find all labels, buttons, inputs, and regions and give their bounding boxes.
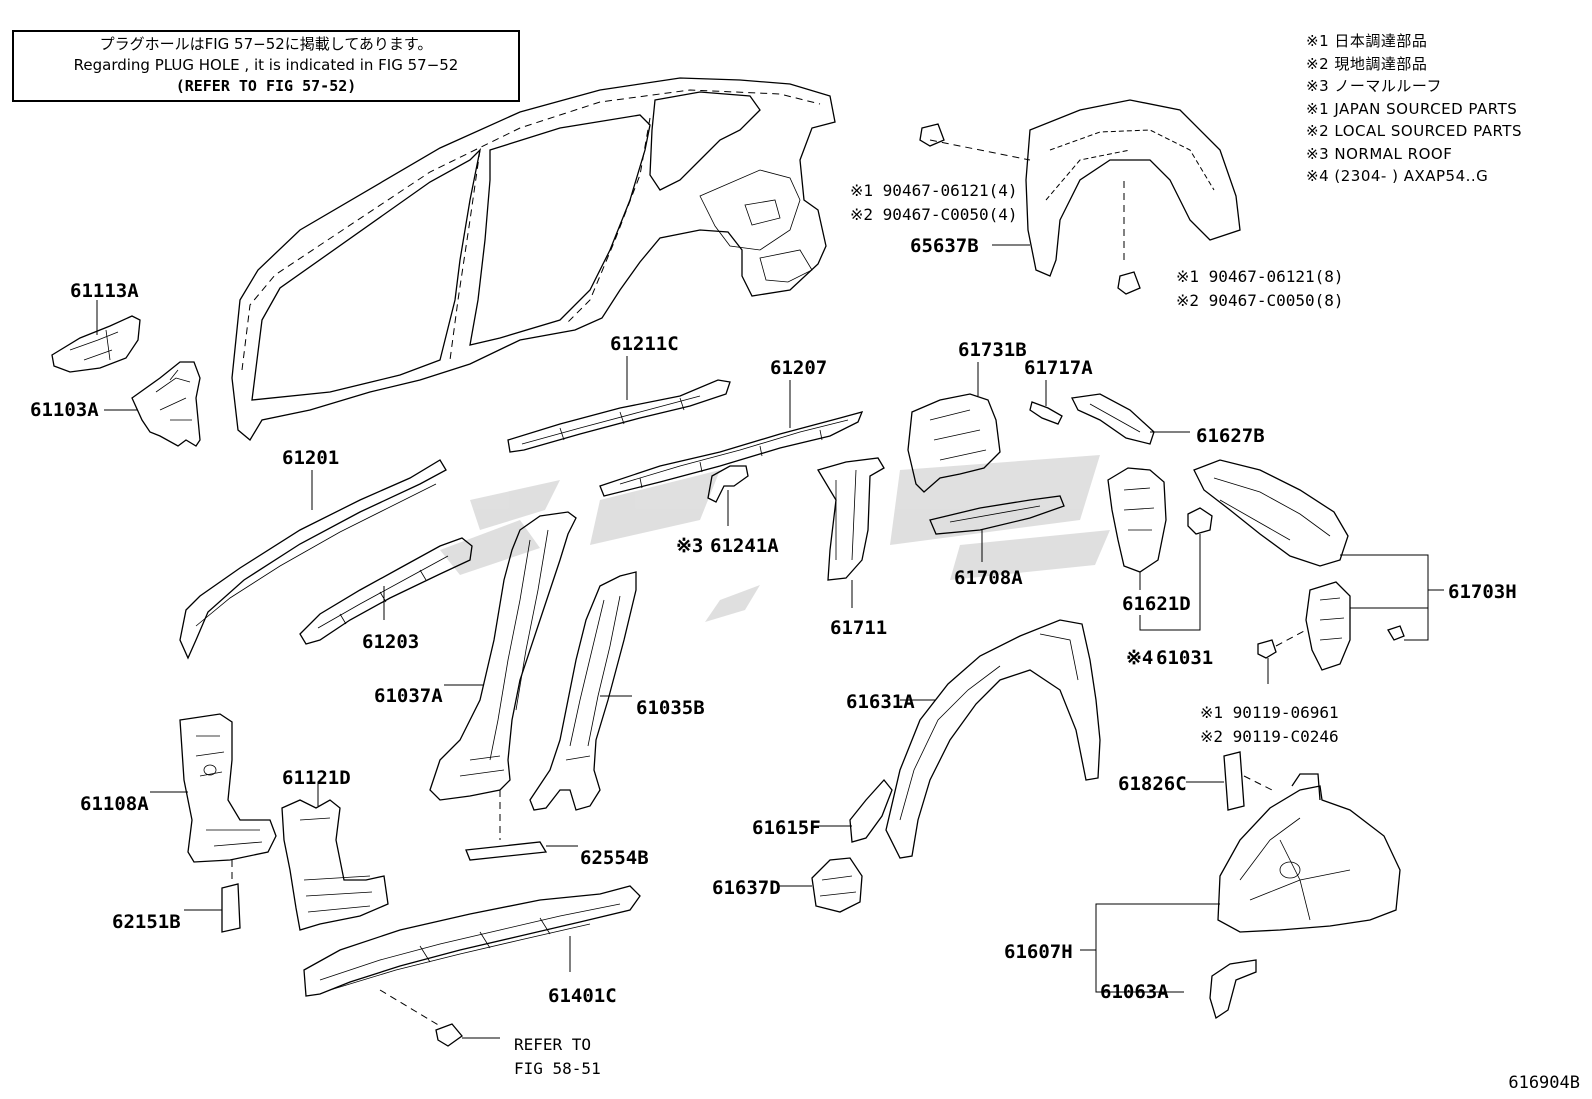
label-61108A: 61108A (80, 793, 149, 815)
part-61401C (303, 885, 641, 1047)
refer-note-line-2: FIG 58-51 (514, 1059, 601, 1078)
label-65637B: 65637B (910, 235, 979, 257)
legend-item: ※2 現地調達部品 (1306, 54, 1428, 73)
part-61031-bracket (1139, 507, 1213, 631)
part-61607H (1217, 773, 1401, 933)
part-61113A (51, 300, 141, 373)
legend-item: ※1 日本調達部品 (1306, 32, 1428, 50)
notice-line-1: プラグホールはFIG 57−52に掲載してあります。 (99, 35, 433, 53)
label-62554B: 62554B (580, 847, 649, 869)
part-62554B (465, 790, 578, 861)
part-61826C (1186, 751, 1277, 811)
label-61627B: 61627B (1196, 425, 1265, 447)
refer-note-line-1: REFER TO (514, 1035, 591, 1054)
notice-line-2: Regarding PLUG HOLE , it is indicated in… (73, 56, 459, 74)
label-61201: 61201 (282, 447, 339, 469)
label-61401C: 61401C (548, 985, 617, 1007)
label-61035B: 61035B (636, 697, 705, 719)
part-61035B (529, 571, 637, 811)
label-61708A: 61708A (954, 567, 1023, 589)
label-bolt-1: ※1 90119-06961 (1200, 703, 1339, 722)
part-61631A (885, 619, 1101, 859)
part-61731B (907, 362, 1001, 493)
label-61607H: 61607H (1004, 941, 1073, 963)
part-61063A (1209, 959, 1257, 1020)
part-61108A (150, 713, 277, 863)
plug-hole-notice: プラグホールはFIG 57−52に掲載してあります。 Regarding PLU… (12, 30, 520, 102)
part-61708A (929, 495, 1065, 562)
part-61627B (1071, 393, 1190, 445)
notice-line-3: (REFER TO FIG 57-52) (175, 77, 357, 95)
label-61826C: 61826C (1118, 773, 1187, 795)
label-61103A: 61103A (30, 399, 99, 421)
label-61615F: 61615F (752, 817, 821, 839)
label-61031: 61031 (1156, 647, 1213, 669)
bolt-90119 (1257, 629, 1307, 684)
sourcing-legend: ※1 日本調達部品 ※2 現地調達部品 ※3 ノーマルルーフ ※1 JAPAN … (1306, 30, 1586, 188)
legend-item: ※3 ノーマルルーフ (1306, 77, 1442, 95)
legend-item: ※4 (2304- ) AXAP54..G (1306, 167, 1489, 185)
label-61211C: 61211C (610, 333, 679, 355)
legend-item: ※2 LOCAL SOURCED PARTS (1306, 122, 1522, 140)
label-61637D: 61637D (712, 877, 781, 899)
part-61637D (778, 857, 863, 913)
label-61621D: 61621D (1122, 593, 1191, 615)
part-61703H (1193, 459, 1444, 671)
label-61203: 61203 (362, 631, 419, 653)
label-61113A: 61113A (70, 280, 139, 302)
bracket-61607H (1095, 903, 1220, 993)
label-61731B: 61731B (958, 339, 1027, 361)
part-65637B (919, 99, 1241, 295)
label-62151B: 62151B (112, 911, 181, 933)
legend-item: ※1 JAPAN SOURCED PARTS (1306, 99, 1518, 118)
label-61207: 61207 (770, 357, 827, 379)
label-61631A: 61631A (846, 691, 915, 713)
part-61103A (104, 361, 201, 447)
part-61201 (179, 459, 447, 660)
part-61211C (507, 356, 731, 453)
label-61703H: 61703H (1448, 581, 1517, 603)
watermark-logo (440, 455, 1110, 622)
label-61031-mark: ※4 (1126, 647, 1153, 669)
label-clip-top-2: ※2 90467-C0050(4) (850, 205, 1018, 224)
part-62151B (184, 860, 241, 933)
label-bolt-2: ※2 90119-C0246 (1200, 727, 1339, 746)
part-61203 (299, 537, 473, 645)
label-61037A: 61037A (374, 685, 443, 707)
label-61063A: 61063A (1100, 981, 1169, 1003)
part-61121D (281, 784, 389, 931)
label-61241A: 61241A (710, 535, 779, 557)
label-61717A: 61717A (1024, 357, 1093, 379)
label-61241A-mark: ※3 (676, 535, 703, 557)
part-61241A (707, 465, 749, 526)
side-outer-panel (231, 77, 836, 441)
label-61121D: 61121D (282, 767, 351, 789)
part-61621D (1107, 467, 1167, 590)
figure-id: 616904B (1508, 1073, 1580, 1093)
part-61037A (429, 511, 577, 801)
label-clip-top-1: ※1 90467-06121(4) (850, 181, 1018, 200)
label-61711: 61711 (830, 617, 887, 639)
part-61615F (814, 778, 893, 843)
legend-item: ※3 NORMAL ROOF (1306, 144, 1453, 163)
part-61711 (817, 457, 885, 608)
label-clip-right-2: ※2 90467-C0050(8) (1176, 291, 1344, 310)
part-61717A (1029, 380, 1063, 425)
part-61207 (599, 380, 864, 497)
label-clip-right-1: ※1 90467-06121(8) (1176, 267, 1344, 286)
